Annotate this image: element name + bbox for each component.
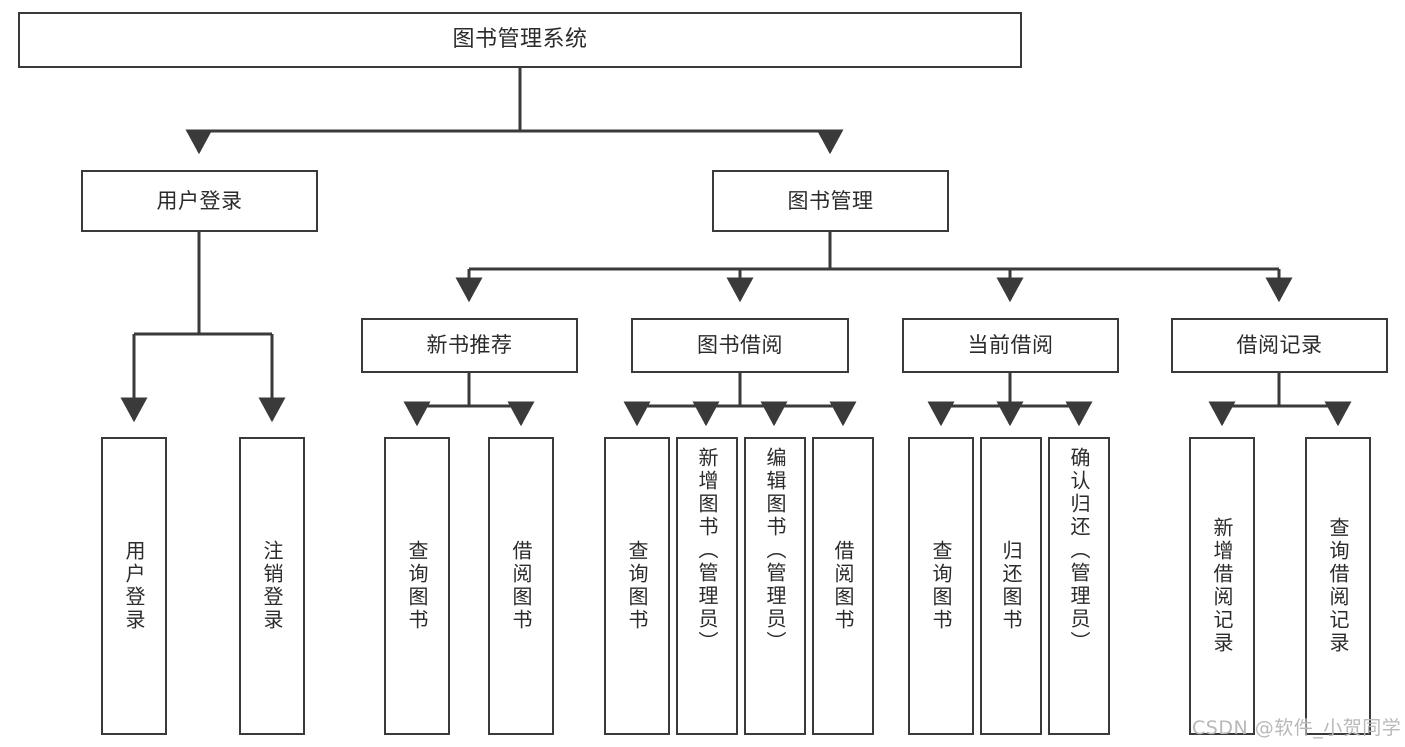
leaf-logout-login[interactable]: 注销登录 xyxy=(239,437,305,735)
node-label: 当前借阅 xyxy=(967,333,1054,358)
leaf-return-book[interactable]: 归还图书 xyxy=(980,437,1042,735)
leaf-query-book-borrow[interactable]: 查询图书 xyxy=(604,437,670,735)
node-label: 借阅图书 xyxy=(831,540,855,632)
leaf-add-book-admin[interactable]: 新增图书（管理员） xyxy=(676,437,738,735)
node-label: 图书管理系统 xyxy=(452,27,588,53)
node-label: 用户登录 xyxy=(122,540,146,632)
node-current-borrow[interactable]: 当前借阅 xyxy=(902,318,1119,373)
node-label: 查询借阅记录 xyxy=(1326,517,1350,655)
node-label: 新增借阅记录 xyxy=(1210,517,1234,655)
leaf-edit-book-admin[interactable]: 编辑图书（管理员） xyxy=(744,437,806,735)
node-book-management[interactable]: 图书管理 xyxy=(712,170,949,232)
node-label: 编辑图书（管理员） xyxy=(763,447,787,654)
node-book-borrow[interactable]: 图书借阅 xyxy=(631,318,849,373)
leaf-query-book-current[interactable]: 查询图书 xyxy=(908,437,974,735)
node-label: 借阅记录 xyxy=(1236,333,1323,358)
leaf-query-book-recommend[interactable]: 查询图书 xyxy=(384,437,450,735)
node-new-book-recommend[interactable]: 新书推荐 xyxy=(361,318,578,373)
node-label: 查询图书 xyxy=(625,540,649,632)
leaf-confirm-return-admin[interactable]: 确认归还（管理员） xyxy=(1048,437,1110,735)
node-user-login[interactable]: 用户登录 xyxy=(81,170,318,232)
node-borrow-record[interactable]: 借阅记录 xyxy=(1171,318,1388,373)
node-label: 图书管理 xyxy=(787,188,874,213)
node-label: 归还图书 xyxy=(999,540,1023,632)
leaf-borrow-book-borrow[interactable]: 借阅图书 xyxy=(812,437,874,735)
csdn-watermark: CSDN @软件_小贺同学 xyxy=(1192,717,1402,739)
node-label: 确认归还（管理员） xyxy=(1067,447,1091,654)
node-root-book-management-system[interactable]: 图书管理系统 xyxy=(18,12,1022,68)
node-label: 图书借阅 xyxy=(697,333,783,358)
leaf-add-borrow-record[interactable]: 新增借阅记录 xyxy=(1189,437,1255,735)
node-label: 新书推荐 xyxy=(426,333,513,358)
leaf-user-login[interactable]: 用户登录 xyxy=(101,437,167,735)
node-label: 查询图书 xyxy=(405,540,429,632)
node-label: 新增图书（管理员） xyxy=(695,447,719,654)
node-label: 查询图书 xyxy=(929,540,953,632)
node-label: 注销登录 xyxy=(260,540,284,632)
node-label: 借阅图书 xyxy=(509,540,533,632)
leaf-query-borrow-record[interactable]: 查询借阅记录 xyxy=(1305,437,1371,735)
leaf-borrow-book-recommend[interactable]: 借阅图书 xyxy=(488,437,554,735)
node-label: 用户登录 xyxy=(156,188,243,213)
